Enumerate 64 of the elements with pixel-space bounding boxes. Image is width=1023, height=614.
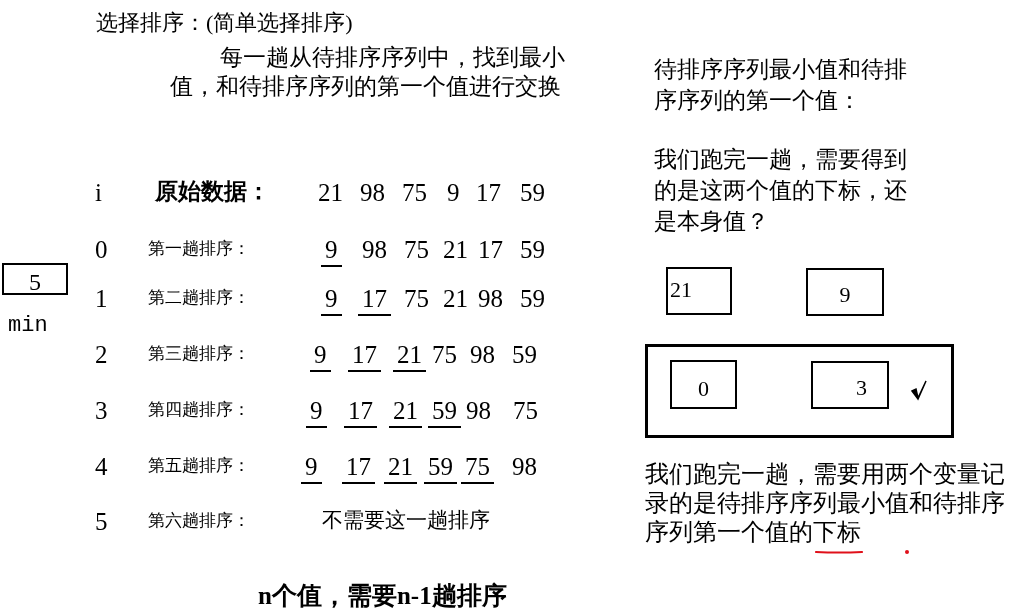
data-value: 75 bbox=[432, 342, 457, 367]
note-text: 不需要这一趟排序 bbox=[322, 510, 490, 531]
data-value: 59 bbox=[520, 237, 545, 262]
underlined-value: 17 bbox=[348, 342, 381, 372]
data-value: 98 bbox=[362, 237, 387, 262]
row-label: 第四趟排序： bbox=[148, 401, 250, 418]
underlined-value: 21 bbox=[384, 454, 417, 484]
variable-box: 5 bbox=[2, 263, 68, 295]
row-label: 第三趟排序： bbox=[148, 345, 250, 362]
data-value: 98 bbox=[512, 454, 537, 479]
description-text: 每一趟从待排序序列中，找到最小值，和待排序序列的第一个值进行交换 bbox=[170, 44, 566, 101]
data-value: 21 bbox=[443, 237, 468, 262]
underlined-value: 9 bbox=[306, 398, 327, 428]
row-label: 原始数据： bbox=[155, 180, 270, 203]
data-value: 21 bbox=[443, 286, 468, 311]
data-value: 98 bbox=[478, 286, 503, 311]
data-value: 98 bbox=[466, 398, 491, 423]
underlined-value: 21 bbox=[389, 398, 422, 428]
group-box bbox=[645, 344, 954, 438]
data-value: 17 bbox=[476, 180, 501, 205]
index-number: 1 bbox=[95, 286, 108, 311]
data-value: 98 bbox=[360, 180, 385, 205]
data-value: 59 bbox=[512, 342, 537, 367]
data-value: 75 bbox=[402, 180, 427, 205]
index-number: 3 bbox=[95, 398, 108, 423]
data-value: 17 bbox=[478, 237, 503, 262]
index-box: 3 bbox=[811, 361, 889, 409]
data-value: 59 bbox=[520, 286, 545, 311]
underlined-value: 21 bbox=[393, 342, 426, 372]
row-label: 第一趟排序： bbox=[148, 240, 250, 257]
index-number: 4 bbox=[95, 454, 108, 479]
underlined-value: 9 bbox=[301, 454, 322, 484]
title-text: 选择排序：(简单选择排序) bbox=[96, 12, 353, 34]
row-label: 第二趟排序： bbox=[148, 289, 250, 306]
value-box: 21 bbox=[666, 267, 732, 315]
data-value: 21 bbox=[318, 180, 343, 205]
underlined-value: 9 bbox=[321, 237, 342, 267]
data-value: 75 bbox=[404, 286, 429, 311]
conclusion-text: 我们跑完一趟，需要用两个变量记录的是待排序序列最小值和待排序序列第一个值的下标 bbox=[645, 460, 1005, 547]
value-box: 9 bbox=[806, 268, 884, 316]
underlined-value: 17 bbox=[358, 286, 391, 316]
note-text: 待排序序列最小值和待排序序列的第一个值： bbox=[654, 56, 908, 115]
data-value: 98 bbox=[470, 342, 495, 367]
underlined-value: 9 bbox=[321, 286, 342, 316]
underlined-value: 75 bbox=[461, 454, 494, 484]
underlined-value: 59 bbox=[428, 398, 461, 428]
index-box: 0 bbox=[670, 360, 737, 409]
underlined-value: 17 bbox=[342, 454, 375, 484]
row-label: 第五趟排序： bbox=[148, 457, 250, 474]
question-text: 我们跑完一趟，需要得到的是这两个值的下标，还是本身值？ bbox=[654, 146, 908, 236]
index-number: 0 bbox=[95, 237, 108, 262]
data-value: 59 bbox=[520, 180, 545, 205]
index-number: 2 bbox=[95, 342, 108, 367]
underlined-value: 59 bbox=[424, 454, 457, 484]
index-number: i bbox=[95, 180, 102, 205]
data-value: 9 bbox=[447, 180, 460, 205]
variable-label: min bbox=[8, 315, 48, 337]
row-label: 第六趟排序： bbox=[148, 512, 250, 529]
data-value: 75 bbox=[513, 398, 538, 423]
underlined-value: 9 bbox=[310, 342, 331, 372]
data-value: 75 bbox=[404, 237, 429, 262]
index-number: 5 bbox=[95, 509, 108, 534]
underlined-value: 17 bbox=[344, 398, 377, 428]
caption-text: n个值，需要n-1趟排序 bbox=[258, 583, 507, 608]
